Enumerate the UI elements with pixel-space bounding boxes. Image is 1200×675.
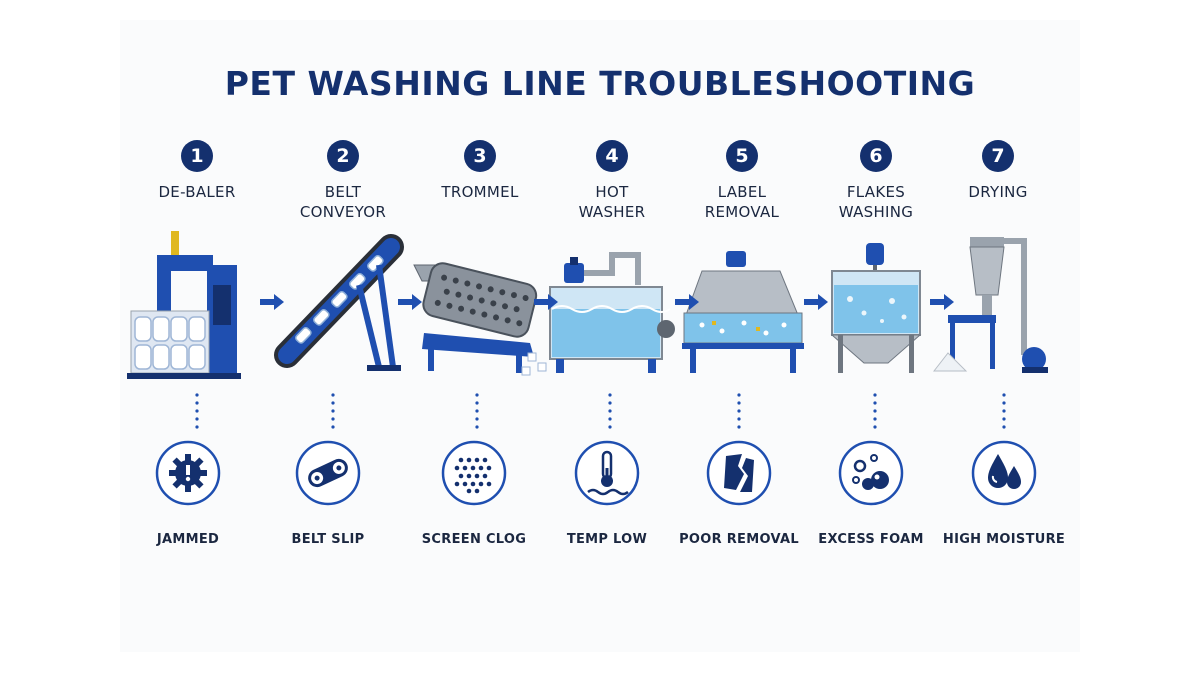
label-removal-machine [682,251,804,373]
dotted-connector [873,393,877,429]
dotted-connector [1002,393,1006,429]
stage-label: FLAKES WASHING [838,183,914,221]
issue-label: POOR REMOVAL [679,532,799,547]
stage-label: DRYING [968,183,1028,201]
stage-label: LABEL REMOVAL [704,183,780,221]
torn-label-icon [706,440,772,506]
stage-label: TROMMEL [441,183,519,201]
flow-arrow-icon [930,294,954,310]
belt-conveyor-machine [274,234,404,371]
hot-washer-machine [549,252,675,373]
issue-label: TEMP LOW [566,532,648,547]
diagram-title: PET WASHING LINE TROUBLESHOOTING [224,64,976,103]
stage-number-badge: 7 [982,140,1014,172]
issue-label: JAMMED [156,532,220,547]
foam-bubbles-icon [838,440,904,506]
stage-number-badge: 5 [726,140,758,172]
debaler-machine [127,231,241,379]
stage-number-badge: 4 [596,140,628,172]
issue-label: BELT SLIP [291,532,365,547]
stage-label: HOT WASHER [578,183,646,221]
flow-arrow-icon [804,294,828,310]
stage-1-header: 1 DE-BALER [127,140,267,202]
flow-arrow-icon [260,294,284,310]
flow-arrow-icon [398,294,422,310]
dotted-connector [195,393,199,429]
stage-4-header: 4 HOT WASHER [542,140,682,222]
stage-3-header: 3 TROMMEL [410,140,550,202]
stage-number-badge: 2 [327,140,359,172]
stage-label: BELT CONVEYOR [299,183,387,221]
flakes-washing-machine [830,243,922,373]
thermometer-icon [574,440,640,506]
trommel-machine [413,262,547,376]
stage-number-badge: 1 [181,140,213,172]
screen-dots-icon [441,440,507,506]
stage-7-header: 7 DRYING [928,140,1068,202]
stage-5-header: 5 LABEL REMOVAL [672,140,812,222]
dotted-connector [608,393,612,429]
stage-6-header: 6 FLAKES WASHING [806,140,946,222]
stage-2-header: 2 BELT CONVEYOR [273,140,413,222]
flow-arrow-icon [675,294,699,310]
drying-machine [932,237,1048,373]
stage-number-badge: 3 [464,140,496,172]
gear-warning-icon [155,440,221,506]
belt-pulley-icon [295,440,361,506]
dotted-connector [475,393,479,429]
dotted-connector [331,393,335,429]
dotted-connector [737,393,741,429]
stage-number-badge: 6 [860,140,892,172]
water-drops-icon [971,440,1037,506]
flow-arrow-icon [534,294,558,310]
stage-label: DE-BALER [158,183,236,201]
issue-label: EXCESS FOAM [818,532,924,547]
issue-label: HIGH MOISTURE [942,532,1066,547]
issue-label: SCREEN CLOG [421,532,527,547]
